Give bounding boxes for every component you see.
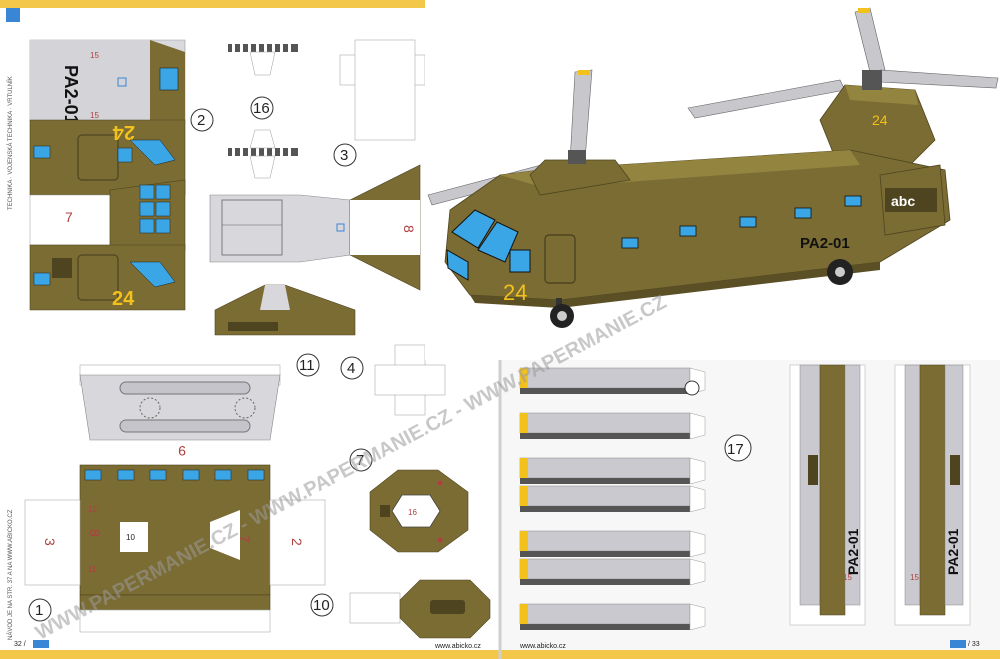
reg-mark-photo: PA2-01	[800, 235, 850, 252]
number-24-top: 24	[112, 121, 135, 143]
svg-text:3: 3	[42, 538, 58, 546]
callout-16	[250, 96, 274, 120]
callout-3	[333, 143, 357, 167]
svg-text:3: 3	[340, 147, 348, 164]
helicopter-photo: 24 24 PA2-01 abc	[425, 0, 1000, 360]
reg-mark-1: PA2-01	[61, 65, 81, 125]
svg-text:1: 1	[35, 602, 43, 619]
abc-logo-photo	[885, 188, 937, 212]
callout-11	[296, 353, 320, 377]
svg-text:8: 8	[401, 225, 417, 233]
part-cockpit-front: PA2-01 15 15 24 7 24	[29, 39, 186, 311]
number-24-rear: 24	[872, 112, 888, 128]
svg-text:12: 12	[88, 505, 97, 514]
part-10	[349, 579, 491, 639]
svg-text:7: 7	[356, 452, 364, 469]
right-page-site: www.abicko.cz	[519, 643, 566, 650]
svg-text:16: 16	[253, 100, 270, 117]
abc-logo-text: abc	[891, 193, 915, 209]
number-24-bottom: 24	[112, 288, 135, 310]
part-outline-blank	[339, 39, 426, 141]
callout-17	[724, 434, 752, 462]
svg-text:11: 11	[88, 565, 97, 574]
svg-text:11: 11	[299, 357, 315, 374]
number-24-front: 24	[503, 280, 527, 305]
abc-logo-left	[33, 640, 49, 648]
callout-10	[310, 593, 334, 617]
svg-text:7: 7	[65, 209, 73, 225]
callout-2	[190, 108, 214, 132]
svg-text:8: 8	[87, 529, 103, 537]
svg-text:4: 4	[347, 360, 355, 377]
svg-text:16: 16	[408, 508, 417, 517]
svg-text:10: 10	[313, 597, 330, 614]
part-17-blades	[519, 367, 706, 631]
left-page-number: 32 /	[14, 641, 26, 648]
reg-mark-3: PA2-01	[945, 528, 961, 575]
svg-text:9: 9	[178, 443, 186, 459]
part-7: 16	[369, 469, 469, 553]
callout-7	[349, 448, 373, 472]
blade-hub-icon	[684, 380, 700, 396]
svg-text:17: 17	[727, 441, 744, 458]
svg-text:2: 2	[289, 538, 305, 546]
rotor-hub-rear	[862, 70, 882, 90]
part-4-outline	[374, 344, 446, 416]
part-fuselage-floor: 9 10 12 11 8 7 5 3 2	[24, 364, 326, 633]
callout-4	[340, 356, 364, 380]
svg-text:2: 2	[197, 112, 205, 129]
svg-text:15: 15	[90, 51, 99, 60]
right-page-number: / 33	[968, 641, 980, 648]
left-page-site: www.abicko.cz	[434, 643, 481, 650]
svg-text:7: 7	[237, 535, 253, 543]
part-11-housing	[214, 284, 356, 336]
callout-1	[28, 598, 52, 622]
vertical-note: NÁVOD JE NA STR. 37 A NA WWW.ABICKO.CZ	[7, 509, 14, 640]
part-tail-boom-left: PA2-01 15	[789, 364, 866, 626]
rotor-hub-front	[568, 150, 586, 164]
svg-text:15: 15	[90, 111, 99, 120]
part-16-blades	[228, 44, 298, 179]
reg-mark-2: PA2-01	[845, 528, 861, 575]
vertical-title: TECHNIKA · VOJENSKÁ TECHNIKA · VRTULNÍK	[7, 76, 14, 210]
header-icon	[6, 8, 20, 22]
svg-text:15: 15	[843, 573, 852, 582]
svg-text:15: 15	[910, 573, 919, 582]
part-3-panel: 8	[209, 164, 421, 291]
svg-text:10: 10	[126, 533, 135, 542]
abc-logo-right	[950, 640, 966, 648]
part-tail-boom-right: PA2-01 15	[894, 364, 971, 626]
